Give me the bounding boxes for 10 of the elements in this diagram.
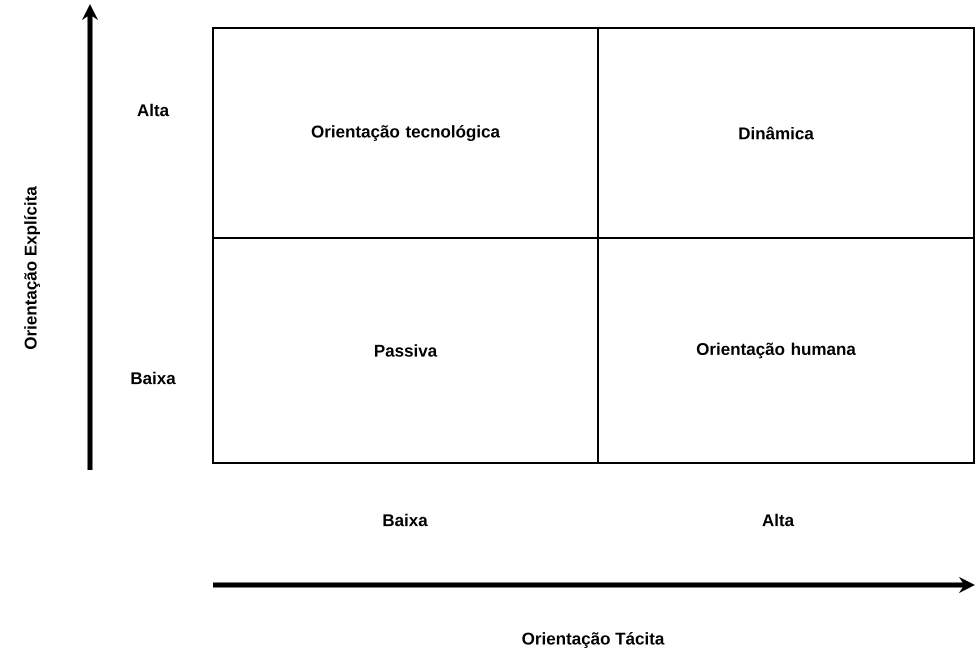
axis-title: Orientação Tácita	[522, 632, 664, 648]
quadrant-box: Orientação humana	[597, 237, 975, 464]
axis-label: Baixa	[383, 514, 428, 526]
axis-label: Baixa	[131, 372, 176, 384]
quadrant-box: Orientação tecnológica	[212, 27, 599, 239]
quadrant-box: Passiva	[212, 237, 599, 464]
quadrant-box: Dinâmica	[597, 27, 975, 239]
axis-title: Orientação Explícita	[24, 186, 40, 350]
axis-label: Alta	[762, 514, 794, 526]
axis-label: Alta	[137, 104, 170, 116]
